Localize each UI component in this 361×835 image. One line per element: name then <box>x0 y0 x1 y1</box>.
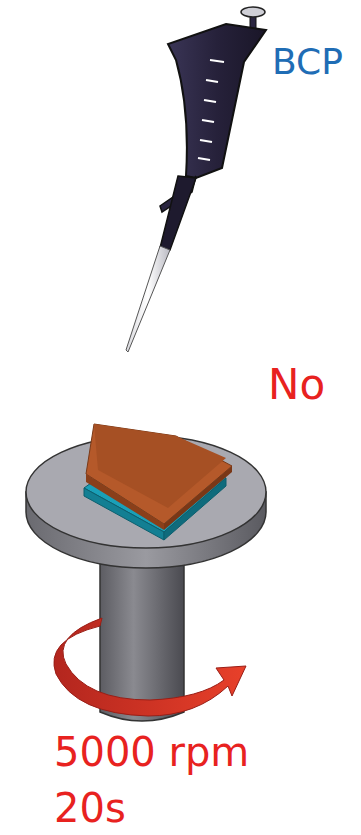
spin-speed: 5000 rpm <box>54 732 249 772</box>
solution-label: BCP <box>272 44 343 80</box>
spin-time: 20s <box>54 788 126 828</box>
pipette <box>126 7 266 352</box>
annealing-note: No <box>268 364 325 406</box>
spin-coater <box>26 424 266 721</box>
